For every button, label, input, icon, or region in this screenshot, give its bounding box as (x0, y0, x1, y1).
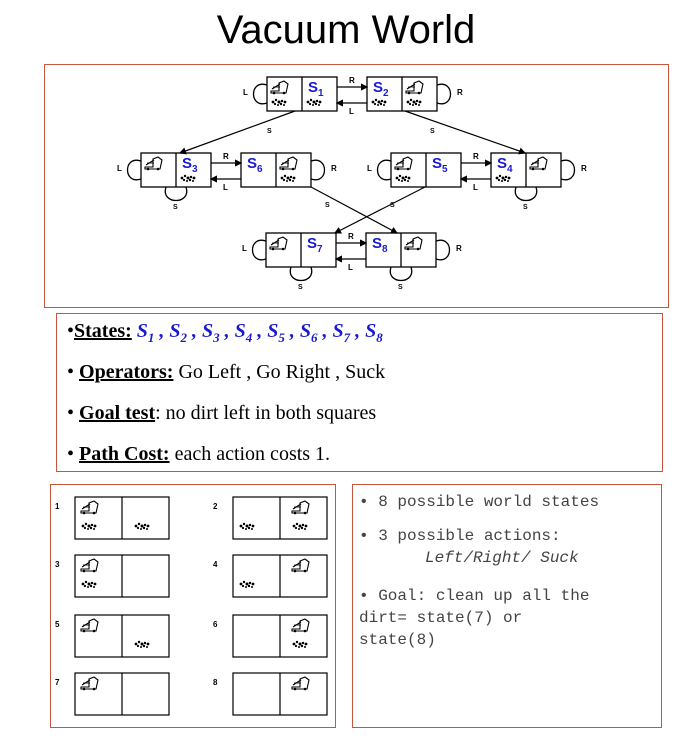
world-state-2: 2 (213, 496, 328, 540)
cost-text: each action costs 1. (169, 443, 331, 465)
note-goal-end: state(8) (359, 631, 436, 649)
left-action-label: L (473, 183, 478, 192)
state-var-5: S5 (267, 320, 285, 345)
right-action-label: R (348, 232, 354, 241)
left-action-label: L (243, 88, 248, 97)
state-node-s3: S3 (140, 152, 212, 188)
world-state-4: 4 (213, 554, 328, 598)
world-state-3: 3 (55, 554, 170, 598)
state-var-8: S8 (365, 320, 383, 345)
right-action-label: R (456, 244, 462, 253)
state-var-6: S6 (299, 320, 318, 345)
operators-definition: • Operators: Go Left , Go Right , Suck (67, 361, 386, 383)
states-label: States: (74, 320, 132, 342)
state-node-s4: S4 (490, 152, 562, 188)
world-state-number: 8 (213, 678, 218, 687)
world-state-number: 6 (213, 620, 218, 629)
suck-action-label: S (173, 204, 178, 211)
numbered-states-box: 1 2 3 4 5 6 7 8 (50, 484, 336, 728)
goal-definition: • Goal test: no dirt left in both square… (67, 402, 377, 424)
notes-box: • 8 possible world states • 3 possible a… (352, 484, 662, 728)
page-title: Vacuum World (216, 8, 476, 52)
states-list: S1 , S2 , S3 , S4 , S5 , S6 , S7 , S8 (136, 320, 383, 345)
numbered-states-svg: 1 2 3 4 5 6 7 8 (55, 496, 328, 716)
note-actions-list: Left/Right/ Suck (425, 549, 579, 567)
suck-action-label: S (430, 128, 435, 135)
note-goal: • Goal: clean up all the (359, 587, 590, 605)
note-actions: • 3 possible actions: (359, 527, 561, 545)
world-state-5: 5 (55, 614, 170, 658)
right-action-label: R (223, 152, 229, 161)
suck-action-label: S (298, 284, 303, 291)
states-definition: •States: S1 , S2 , S3 , S4 , S5 , S6 , S… (67, 320, 383, 345)
cost-label: Path Cost: (79, 443, 170, 465)
world-state-8: 8 (213, 672, 328, 716)
left-action-label: L (242, 244, 247, 253)
world-state-7: 7 (55, 672, 170, 716)
world-state-number: 1 (55, 502, 60, 511)
state-var-2: S2 (169, 320, 188, 345)
left-action-label: L (117, 164, 122, 173)
suck-action-label: S (523, 204, 528, 211)
suck-action-label: S (267, 128, 272, 135)
left-action-label: L (223, 183, 228, 192)
world-state-number: 4 (213, 560, 218, 569)
left-action-label: L (348, 263, 353, 272)
state-var-4: S4 (234, 320, 253, 345)
right-action-label: R (457, 88, 463, 97)
note-goal-cont: dirt= state(7) or (359, 609, 523, 627)
world-state-1: 1 (55, 496, 170, 540)
state-var-7: S7 (332, 320, 351, 345)
definitions-box: •States: S1 , S2 , S3 , S4 , S5 , S6 , S… (56, 313, 663, 472)
suck-action-label: S (390, 202, 395, 209)
world-state-number: 7 (55, 678, 60, 687)
world-state-6: 6 (213, 614, 328, 658)
state-var-3: S3 (202, 320, 220, 345)
suck-action-label: S (325, 202, 330, 209)
state-node-s7: S7 (265, 232, 337, 268)
cost-definition: • Path Cost: each action costs 1. (67, 443, 331, 465)
right-action-label: R (349, 76, 355, 85)
state-var-1: S1 (136, 320, 155, 345)
goal-text: : no dirt left in both squares (155, 402, 377, 424)
state-node-s1: S1 (266, 76, 338, 112)
state-node-s6: S6 (240, 152, 312, 188)
operators-label: Operators: (79, 361, 174, 383)
right-action-label: R (331, 164, 337, 173)
right-action-label: R (581, 164, 587, 173)
state-node-s2: S2 (366, 76, 438, 112)
left-action-label: L (349, 107, 354, 116)
note-world-states: • 8 possible world states (359, 493, 600, 511)
right-action-label: R (473, 152, 479, 161)
left-action-label: L (367, 164, 372, 173)
world-state-number: 3 (55, 560, 60, 569)
suck-action-label: S (398, 284, 403, 291)
world-state-number: 5 (55, 620, 60, 629)
operators-text: Go Left , Go Right , Suck (173, 361, 386, 383)
world-state-number: 2 (213, 502, 218, 511)
goal-label: Goal test (79, 402, 156, 424)
state-node-s8: S8 (365, 232, 437, 268)
state-node-s5: S5 (390, 152, 462, 188)
